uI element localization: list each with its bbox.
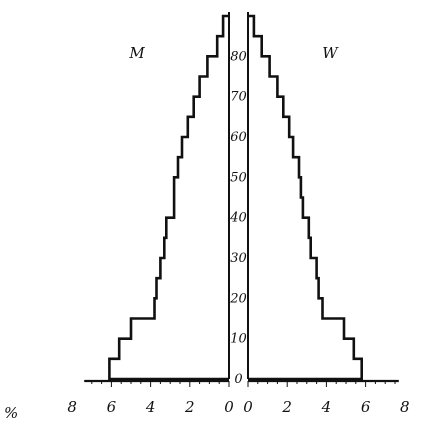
x-tick-label-right-6: 6 [361,398,371,416]
x-tick-label-left-4: 4 [145,398,156,416]
bar-m-age-30 [164,238,229,258]
y-tick-label-70: 70 [230,90,247,105]
bar-w-age-0 [248,359,362,379]
bar-w-age-80 [248,36,262,56]
bar-m-age-55 [182,137,229,157]
bar-m-age-60 [188,117,229,137]
bar-w-age-10 [248,319,344,339]
bar-m-age-20 [157,278,230,298]
bar-w-age-50 [248,157,299,177]
bar-w-age-55 [248,137,293,157]
y-tick-label-60: 60 [230,130,247,145]
y-tick-label-80: 80 [230,49,247,64]
bar-w-age-5 [248,339,354,359]
x-tick-label-right-0: 0 [243,398,253,416]
bar-w-age-40 [248,198,303,218]
bar-m-age-35 [166,218,229,238]
bar-w-age-25 [248,258,317,278]
bar-m-age-45 [174,177,229,197]
x-unit-label: % [4,404,18,422]
bar-m-age-5 [119,339,229,359]
x-tick-label-left-8: 8 [67,398,77,416]
bar-m-age-40 [174,198,229,218]
x-tick-label-right-2: 2 [281,398,292,416]
bar-m-age-70 [200,77,229,97]
y-tick-label-20: 20 [229,291,247,306]
bar-m-age-25 [160,258,229,278]
bars-layer [108,14,363,381]
axes-layer [84,12,399,387]
x-tick-label-left-2: 2 [184,398,195,416]
bar-w-age-75 [248,56,270,76]
pyramid-outline-m [108,14,229,381]
y-tick-label-10: 10 [230,332,247,347]
right-series-label: W [322,44,339,62]
bar-w-age-60 [248,117,289,137]
x-tick-label-left-0: 0 [224,398,234,416]
x-tick-label-right-8: 8 [400,398,410,416]
bar-w-age-70 [248,77,277,97]
bar-w-age-35 [248,218,309,238]
bar-m-age-50 [178,157,229,177]
bar-m-age-80 [217,36,229,56]
bar-w-age-65 [248,97,283,117]
bar-m-age-10 [131,319,229,339]
bar-w-age-20 [248,278,319,298]
y-tick-label-30: 30 [230,251,247,266]
bar-m-age-65 [194,97,229,117]
bar-w-age-45 [248,177,301,197]
y-tick-label-0: 0 [234,372,242,387]
y-tick-label-40: 40 [229,211,247,226]
bar-w-age-30 [248,238,311,258]
bar-m-age-75 [207,56,229,76]
bar-w-age-15 [248,298,323,318]
bar-m-age-0 [109,359,229,379]
y-tick-label-50: 50 [230,170,247,185]
left-series-label: M [128,44,145,62]
x-tick-label-right-4: 4 [321,398,332,416]
pyramid-outline-w [248,14,363,381]
bar-m-age-15 [155,298,230,318]
x-tick-label-left-6: 6 [107,398,117,416]
